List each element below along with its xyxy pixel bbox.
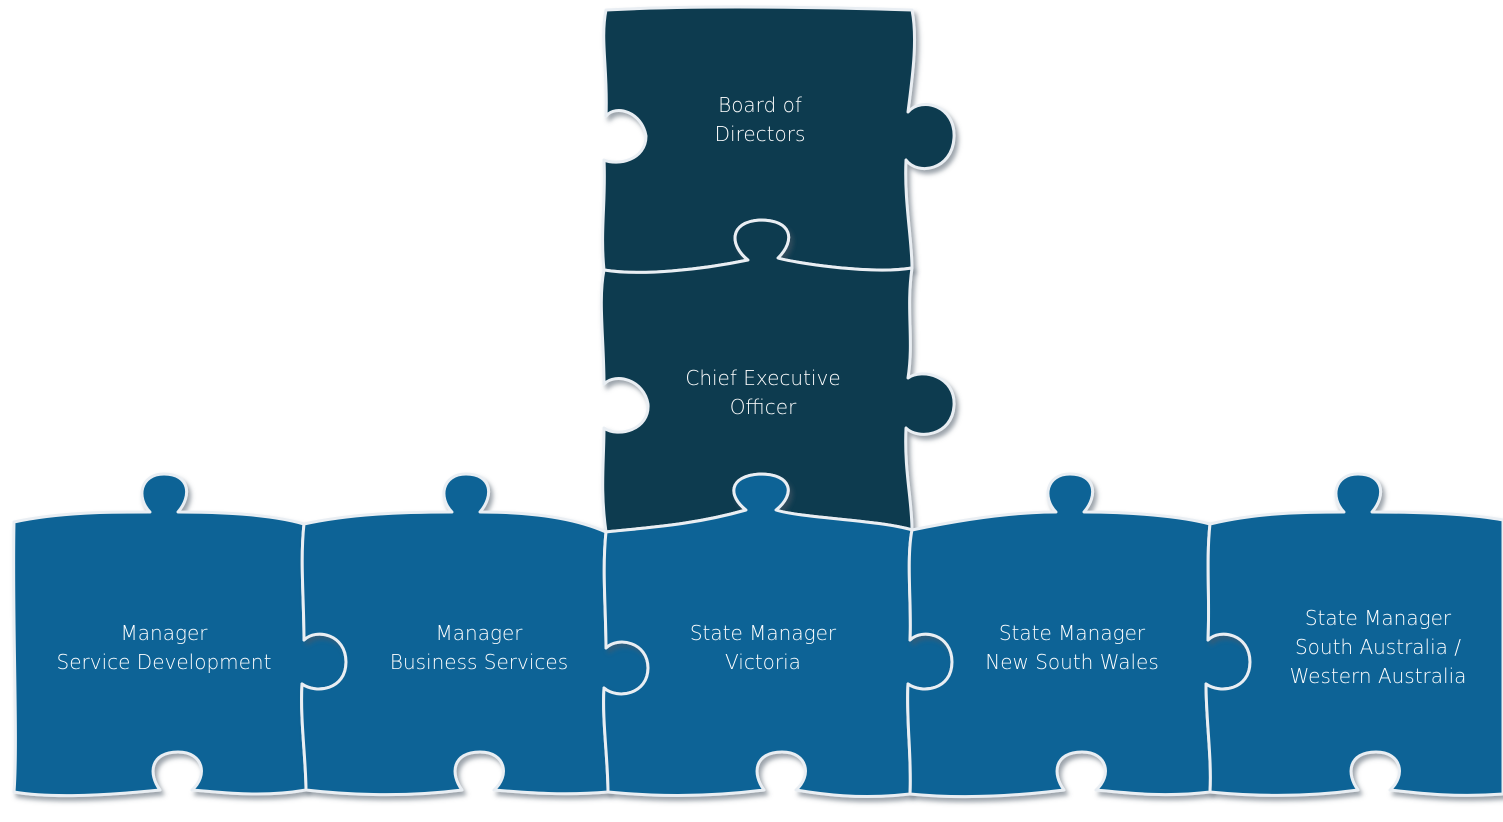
business-services-piece-shape[interactable] — [300, 472, 650, 797]
service-development-piece-shape[interactable] — [12, 472, 348, 798]
sa-wa-piece-shape[interactable] — [1204, 472, 1503, 797]
ceo-piece-shape[interactable] — [599, 218, 956, 534]
nsw-piece-shape[interactable] — [906, 472, 1252, 799]
